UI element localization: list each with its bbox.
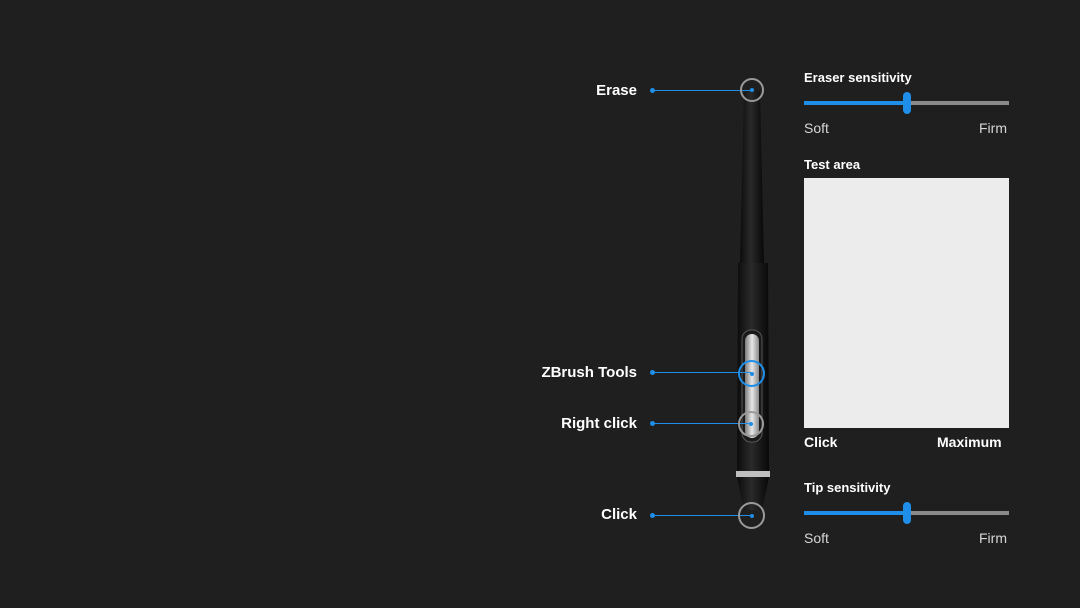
tip-sensitivity-slider[interactable] bbox=[804, 502, 1009, 524]
erase-button-marker[interactable] bbox=[740, 78, 764, 102]
eraser-sensitivity-title: Eraser sensitivity bbox=[804, 70, 912, 85]
eraser-slider-fill bbox=[804, 101, 907, 105]
eraser-soft-label: Soft bbox=[804, 120, 829, 136]
tip-firm-label: Firm bbox=[979, 530, 1007, 546]
tip-slider-thumb[interactable] bbox=[902, 502, 911, 524]
eraser-firm-label: Firm bbox=[979, 120, 1007, 136]
click-button-marker[interactable] bbox=[738, 502, 765, 529]
right-click-leader-line bbox=[652, 423, 752, 424]
erase-leader-line bbox=[652, 90, 752, 91]
click-label: Click bbox=[601, 506, 637, 523]
click-leader-dot bbox=[650, 513, 655, 518]
tip-soft-label: Soft bbox=[804, 530, 829, 546]
eraser-sensitivity-slider[interactable] bbox=[804, 92, 1009, 114]
pen-illustration bbox=[736, 89, 770, 510]
test-area-title: Test area bbox=[804, 157, 861, 172]
erase-label: Erase bbox=[596, 82, 637, 99]
tip-slider-fill bbox=[804, 511, 907, 515]
test-area-canvas[interactable] bbox=[804, 178, 1009, 428]
test-area-click-label: Click bbox=[804, 434, 838, 450]
tip-sensitivity-title: Tip sensitivity bbox=[804, 480, 891, 495]
eraser-slider-thumb[interactable] bbox=[902, 92, 911, 114]
erase-leader-dot bbox=[650, 88, 655, 93]
click-leader-line bbox=[652, 515, 752, 516]
right-click-leader-dot bbox=[650, 421, 655, 426]
zbrush-tools-leader-dot bbox=[650, 370, 655, 375]
right-click-label: Right click bbox=[561, 415, 637, 432]
right-click-button-marker[interactable] bbox=[738, 411, 764, 437]
zbrush-tools-label: ZBrush Tools bbox=[541, 364, 637, 381]
test-area-maximum-label: Maximum bbox=[937, 434, 1002, 450]
zbrush-tools-leader-line bbox=[652, 372, 752, 373]
zbrush-tools-button-marker[interactable] bbox=[738, 360, 765, 387]
